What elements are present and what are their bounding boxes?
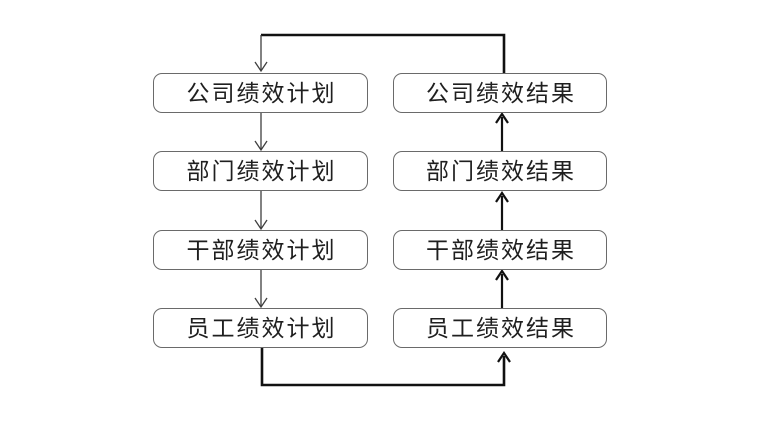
arrowhead-up-icon — [495, 191, 509, 203]
node-cadre-result: 干部绩效结果 — [393, 230, 607, 270]
node-company-plan: 公司绩效计划 — [153, 73, 368, 113]
connector-elbow — [261, 33, 506, 73]
node-label: 干部绩效计划 — [186, 237, 337, 263]
connector-plan-to-result — [260, 348, 511, 387]
node-label: 部门绩效结果 — [426, 158, 576, 184]
node-dept-result: 部门绩效结果 — [393, 151, 607, 191]
connector-result-to-plan-feedback — [254, 33, 506, 73]
arrow-employee-result-to-cadre-result — [495, 269, 509, 308]
node-label: 干部绩效结果 — [426, 237, 576, 263]
arrow-dept-result-to-company-result — [495, 112, 509, 151]
arrow-company-plan-to-dept-plan — [254, 113, 268, 152]
node-label: 员工绩效结果 — [426, 315, 576, 341]
node-dept-plan: 部门绩效计划 — [153, 151, 368, 191]
node-employee-plan: 员工绩效计划 — [153, 308, 368, 348]
node-employee-result: 员工绩效结果 — [393, 308, 607, 348]
arrowhead-down-icon — [254, 219, 268, 231]
node-label: 公司绩效结果 — [426, 80, 576, 106]
arrow-cadre-result-to-dept-result — [495, 191, 509, 230]
arrow-dept-plan-to-cadre-plan — [254, 191, 268, 231]
arrowhead-down-icon — [254, 297, 268, 309]
connector-elbow — [260, 348, 506, 387]
arrowhead-down-icon — [254, 140, 268, 152]
arrowhead-up-icon — [495, 269, 509, 281]
arrow-cadre-plan-to-employee-plan — [254, 270, 268, 309]
node-label: 公司绩效计划 — [186, 80, 337, 106]
node-cadre-plan: 干部绩效计划 — [153, 230, 368, 270]
node-label: 部门绩效计划 — [186, 158, 337, 184]
arrowhead-up-icon — [497, 351, 511, 363]
arrowhead-up-icon — [495, 112, 509, 124]
node-label: 员工绩效计划 — [186, 315, 337, 341]
arrowhead-down-icon — [254, 61, 268, 73]
node-company-result: 公司绩效结果 — [393, 73, 607, 113]
